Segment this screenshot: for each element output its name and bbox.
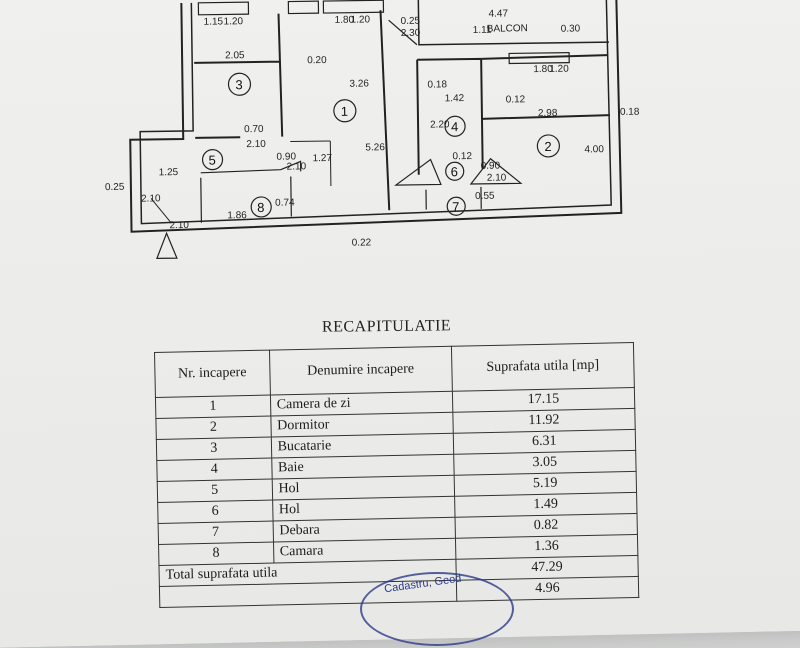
floor-plan: 3 1 4 2 5 6 7 8 BALCON 1.15 1.20 2.05 0.… [105, 0, 640, 260]
room-number-1: 1 [341, 104, 348, 119]
dim-label: 1.27 [312, 153, 332, 164]
dim-label: 2.10 [169, 220, 189, 231]
dim-label: 1.42 [445, 93, 465, 104]
table-title: RECAPITULATIE [321, 317, 452, 336]
dim-label: 1.80 [335, 15, 355, 26]
dim-label: 1.25 [159, 167, 179, 178]
row-no: 3 [156, 437, 272, 461]
dim-label: 1.20 [549, 64, 569, 75]
dim-label: 2.05 [225, 50, 245, 61]
dim-label: 0.12 [506, 94, 526, 105]
dim-label: 4.47 [488, 8, 508, 19]
room-number-4: 4 [451, 119, 458, 134]
recap-table: Nr. incapere Denumire incapere Suprafata… [154, 342, 639, 608]
dim-label: 0.18 [427, 79, 447, 90]
dim-label: 0.18 [620, 107, 640, 118]
dim-label: 5.26 [365, 142, 385, 153]
header-name: Denumire incapere [269, 346, 453, 396]
row-no: 8 [158, 542, 274, 566]
room-number-5: 5 [208, 153, 215, 168]
dim-label: 1.86 [227, 210, 247, 221]
dim-label: 0.74 [275, 197, 295, 208]
dim-label: 2.10 [141, 193, 161, 204]
dim-label: 0.90 [481, 161, 501, 172]
dim-label: 2.20 [430, 119, 450, 130]
dim-label: 3.26 [349, 78, 369, 89]
row-no: 2 [155, 416, 271, 440]
row-no: 7 [158, 521, 274, 545]
dim-label: 0.55 [475, 191, 495, 202]
dim-label: 0.90 [276, 151, 296, 162]
row-no: 4 [156, 458, 272, 482]
dim-label: 0.30 [561, 23, 581, 34]
dim-label: 1.80 [533, 64, 553, 75]
dim-label: 1.15 [204, 16, 224, 27]
dim-label: 2.98 [538, 108, 558, 119]
row-no: 6 [157, 500, 273, 524]
room-number-3: 3 [235, 77, 242, 92]
dim-label: 0.20 [307, 55, 327, 66]
dim-label: 0.22 [352, 237, 372, 248]
dim-label: 1.11 [473, 25, 492, 36]
room-number-2: 2 [544, 139, 551, 154]
room-number-6: 6 [451, 164, 458, 179]
dim-label: 1.20 [224, 16, 244, 27]
row-no: 1 [155, 395, 271, 419]
dim-label: 0.25 [401, 16, 421, 27]
dim-label: 4.00 [584, 144, 604, 155]
balcony-label: BALCON [487, 23, 528, 35]
dim-label: 0.70 [244, 124, 264, 135]
header-area: Suprafata utila [mp] [451, 342, 635, 392]
dim-label: 2.10 [487, 173, 507, 184]
dim-label: 1.20 [351, 14, 371, 25]
room-number-8: 8 [257, 200, 264, 215]
dim-label: 2.30 [401, 28, 421, 39]
dim-label: 0.25 [105, 182, 125, 193]
room-number-7: 7 [452, 199, 459, 214]
row-no: 5 [157, 479, 273, 503]
dim-label: 2.10 [287, 161, 307, 172]
dim-label: 0.12 [452, 151, 472, 162]
dim-label: 2.10 [246, 139, 266, 150]
header-no: Nr. incapere [154, 350, 271, 398]
